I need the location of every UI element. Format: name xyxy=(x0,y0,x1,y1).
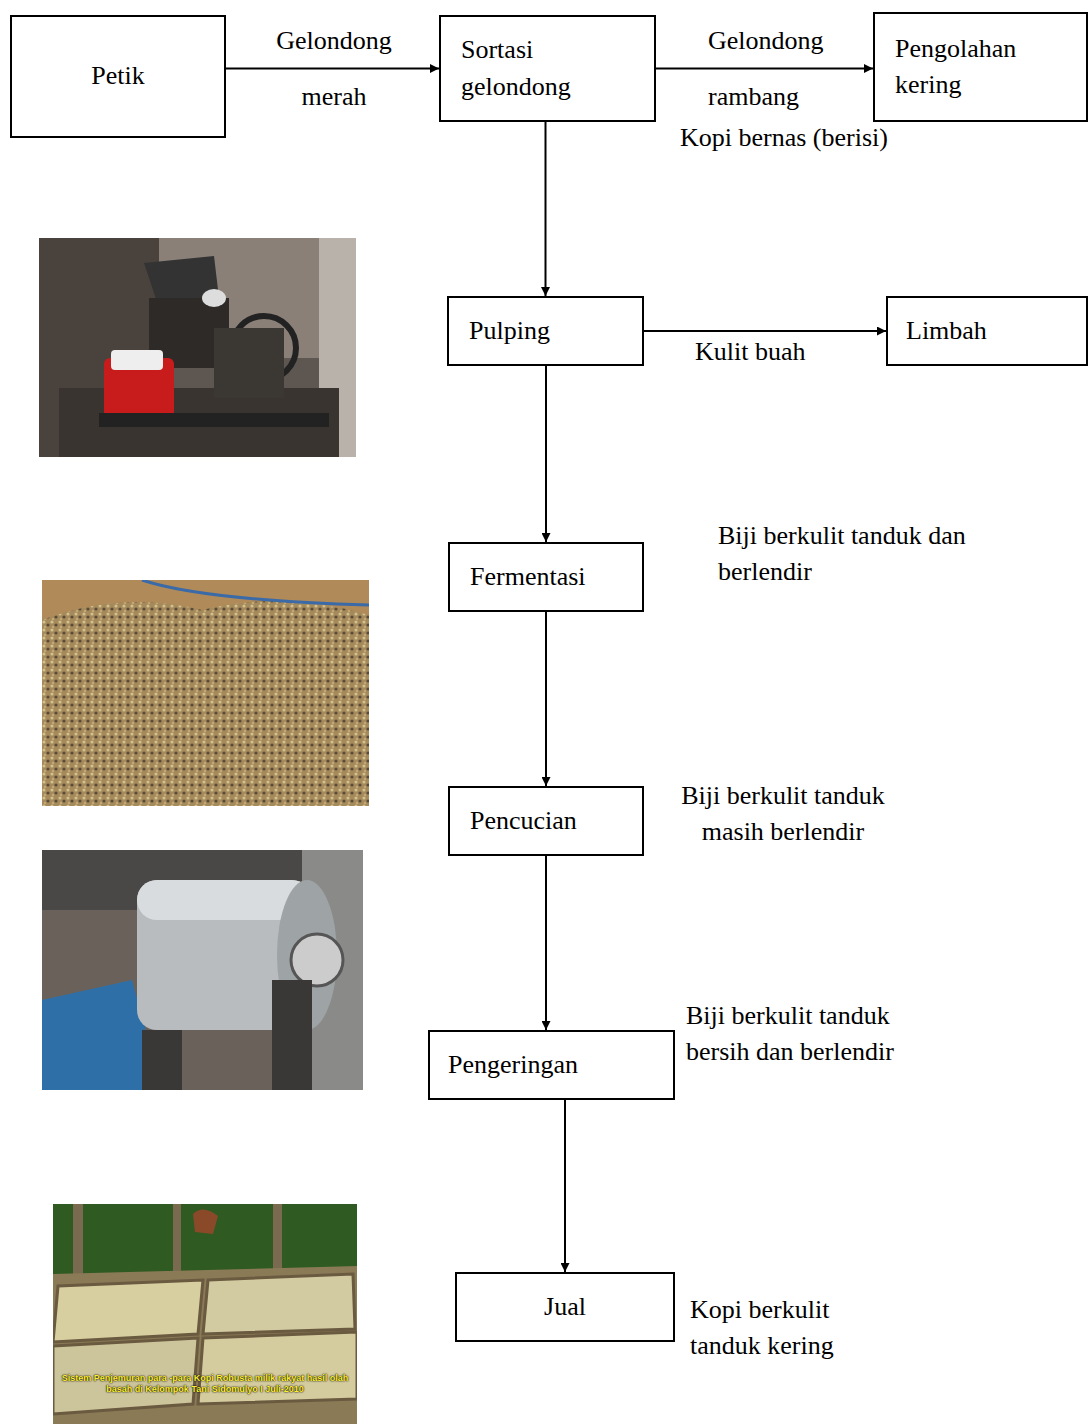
flow-arrow xyxy=(545,612,547,786)
flow-arrow xyxy=(545,366,547,542)
note-label: Biji berkulit tanduk dan berlendir xyxy=(718,518,990,591)
note-label: Biji berkulit tanduk masih berlendir xyxy=(652,778,914,851)
flow-arrow xyxy=(644,330,886,332)
process-box: Pencucian xyxy=(448,786,644,856)
box-text: Jual xyxy=(544,1289,586,1325)
fermentation-photo xyxy=(42,580,369,806)
flow-arrow xyxy=(564,1100,566,1272)
box-text: Limbah xyxy=(906,313,987,349)
edge-label: Gelondong merah xyxy=(252,13,416,125)
note-label: Biji berkulit tanduk bersih dan berlendi… xyxy=(686,998,958,1071)
box-text: Pengeringan xyxy=(448,1047,578,1083)
process-box: Pulping xyxy=(447,296,644,366)
box-text: Pengolahan kering xyxy=(895,31,1055,104)
process-box: Limbah xyxy=(886,296,1088,366)
flow-arrow xyxy=(545,856,547,1030)
box-text: Sortasi gelondong xyxy=(461,32,621,105)
pulper-photo xyxy=(39,238,356,457)
box-text: Pencucian xyxy=(470,803,577,839)
process-box: Sortasi gelondong xyxy=(439,15,656,122)
process-box: Fermentasi xyxy=(448,542,644,612)
process-box: Pengolahan kering xyxy=(873,12,1088,122)
note-label: Kopi bernas (berisi) xyxy=(680,120,980,156)
flow-arrow xyxy=(545,122,547,296)
edge-label: Kulit buah xyxy=(695,335,895,369)
box-text: Pulping xyxy=(469,313,550,349)
washing-machine-photo xyxy=(42,850,363,1090)
flow-arrow xyxy=(656,68,873,70)
box-text: Petik xyxy=(91,58,144,94)
flow-arrow xyxy=(226,68,439,70)
process-box: Pengeringan xyxy=(428,1030,675,1100)
note-label: Kopi berkulit tanduk kering xyxy=(690,1292,895,1365)
photo-caption: Sistem Penjemuran para -para Kopi Robust… xyxy=(58,1373,352,1395)
process-box: Petik xyxy=(10,15,226,138)
process-box: Jual xyxy=(455,1272,675,1342)
box-text: Fermentasi xyxy=(470,559,586,595)
edge-label: Gelondong rambang xyxy=(708,13,863,125)
